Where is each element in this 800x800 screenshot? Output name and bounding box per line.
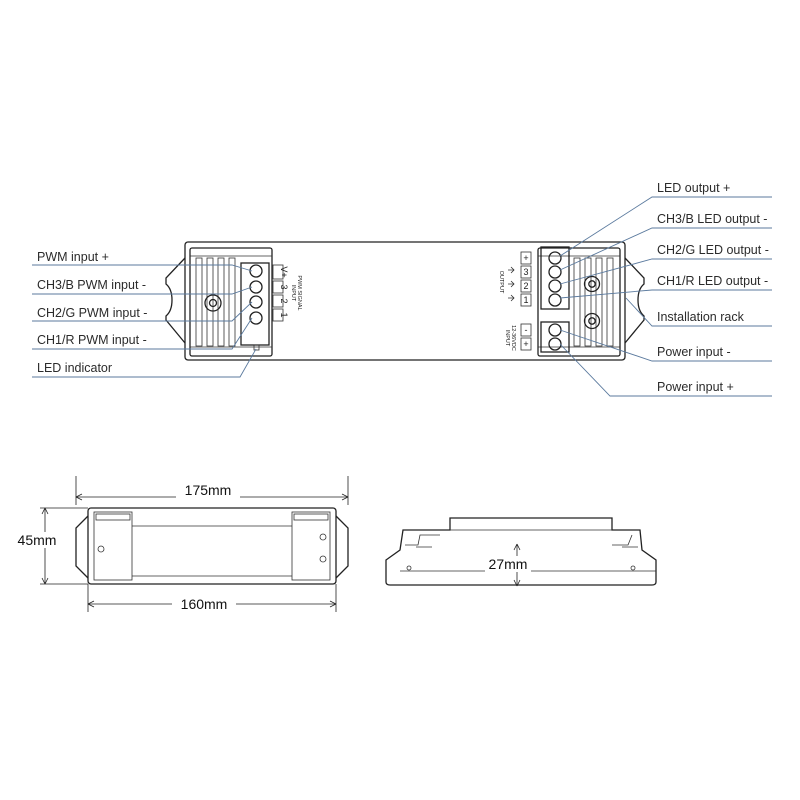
- power-screw-minus: [548, 323, 562, 337]
- dim-length-overall: 175mm: [185, 482, 232, 498]
- label-led-indicator: LED indicator: [37, 361, 112, 375]
- dim-length-body: 160mm: [181, 596, 228, 612]
- label-ch3-pwm-input: CH3/B PWM input -: [37, 278, 146, 292]
- right-mount-screw-bottom: [583, 312, 601, 330]
- left-fin: [228, 257, 236, 347]
- label-power-input-minus: Power input -: [657, 345, 731, 359]
- label-pwm-input-plus: PWM input +: [37, 250, 109, 264]
- right-fin: [584, 257, 592, 347]
- right-mount-screw-top: [583, 275, 601, 293]
- input-terminal-vplus: V+: [279, 266, 289, 277]
- input-label: INPUT: [290, 285, 296, 302]
- output-screw-ch1: [548, 293, 562, 307]
- label-led-output-plus: LED output +: [657, 181, 730, 195]
- label-power-input-plus: Power input +: [657, 380, 734, 394]
- output-screw-led-plus: [548, 251, 562, 265]
- input-screw-ch1: [249, 311, 263, 325]
- label-ch2-pwm-input: CH2/G PWM input -: [37, 306, 147, 320]
- power-terminal-minus: -: [525, 325, 528, 335]
- power-label: INPUT: [504, 330, 510, 347]
- input-terminal-1: 1: [279, 312, 289, 317]
- right-fin: [606, 257, 614, 347]
- input-terminal-3: 3: [279, 284, 289, 289]
- input-screw-ch2: [249, 295, 263, 309]
- output-screw-ch2: [548, 279, 562, 293]
- right-callouts: LED output + CH3/B LED output - CH2/G LE…: [559, 181, 772, 397]
- output-terminal-3: 3: [523, 267, 528, 277]
- device-body: [184, 241, 626, 361]
- dimension-top-view: 175mm 45mm 160mm: [14, 476, 349, 612]
- power-sub-label: 12-36VDC: [510, 325, 516, 351]
- label-ch2-led-output: CH2/G LED output -: [657, 243, 769, 257]
- left-callouts: PWM input + CH3/B PWM input - CH2/G PWM …: [32, 250, 257, 378]
- label-ch1-pwm-input: CH1/R PWM input -: [37, 333, 147, 347]
- output-label: OUTPUT: [498, 271, 504, 294]
- right-fin: [573, 257, 581, 347]
- output-terminal-1: 1: [523, 295, 528, 305]
- right-fin: [595, 257, 603, 347]
- dimension-side-view: 27mm: [385, 517, 657, 587]
- left-terminal-housing: [189, 247, 273, 357]
- left-fin: [217, 257, 225, 347]
- led-symbol-icon: [508, 294, 515, 302]
- left-mount-screw: [204, 294, 222, 312]
- label-ch3-led-output: CH3/B LED output -: [657, 212, 767, 226]
- left-mounting-ear: [165, 257, 186, 344]
- right-mounting-ear: [624, 257, 645, 344]
- power-terminal-plus: +: [523, 339, 528, 349]
- led-symbol-icon: [508, 280, 515, 288]
- output-terminal-plus: +: [523, 253, 528, 263]
- input-terminal-2: 2: [279, 298, 289, 303]
- side-view-outline: [385, 517, 657, 586]
- left-fin: [206, 257, 214, 347]
- controller-top-view: V+ 3 2 1 INPUT PWM SIGNAL + 3 2: [165, 241, 645, 361]
- label-installation-rack: Installation rack: [657, 310, 745, 324]
- input-screw-pwm-plus: [249, 264, 263, 278]
- dim-width: 45mm: [18, 532, 57, 548]
- led-symbol-icon: [508, 266, 515, 274]
- output-screw-ch3: [548, 265, 562, 279]
- power-screw-plus: [548, 337, 562, 351]
- dim-device-body: [87, 507, 337, 585]
- input-sub-label: PWM SIGNAL: [296, 275, 302, 310]
- right-terminal-housing: [537, 247, 621, 357]
- output-terminal-2: 2: [523, 281, 528, 291]
- dim-height: 27mm: [489, 556, 528, 572]
- left-fin: [195, 257, 203, 347]
- power-terminal-block: [540, 321, 570, 353]
- output-terminal-block: [540, 246, 570, 310]
- led-indicator-light: [253, 344, 260, 351]
- label-ch1-led-output: CH1/R LED output -: [657, 274, 768, 288]
- input-screw-ch3: [249, 280, 263, 294]
- input-terminal-block: [240, 262, 270, 346]
